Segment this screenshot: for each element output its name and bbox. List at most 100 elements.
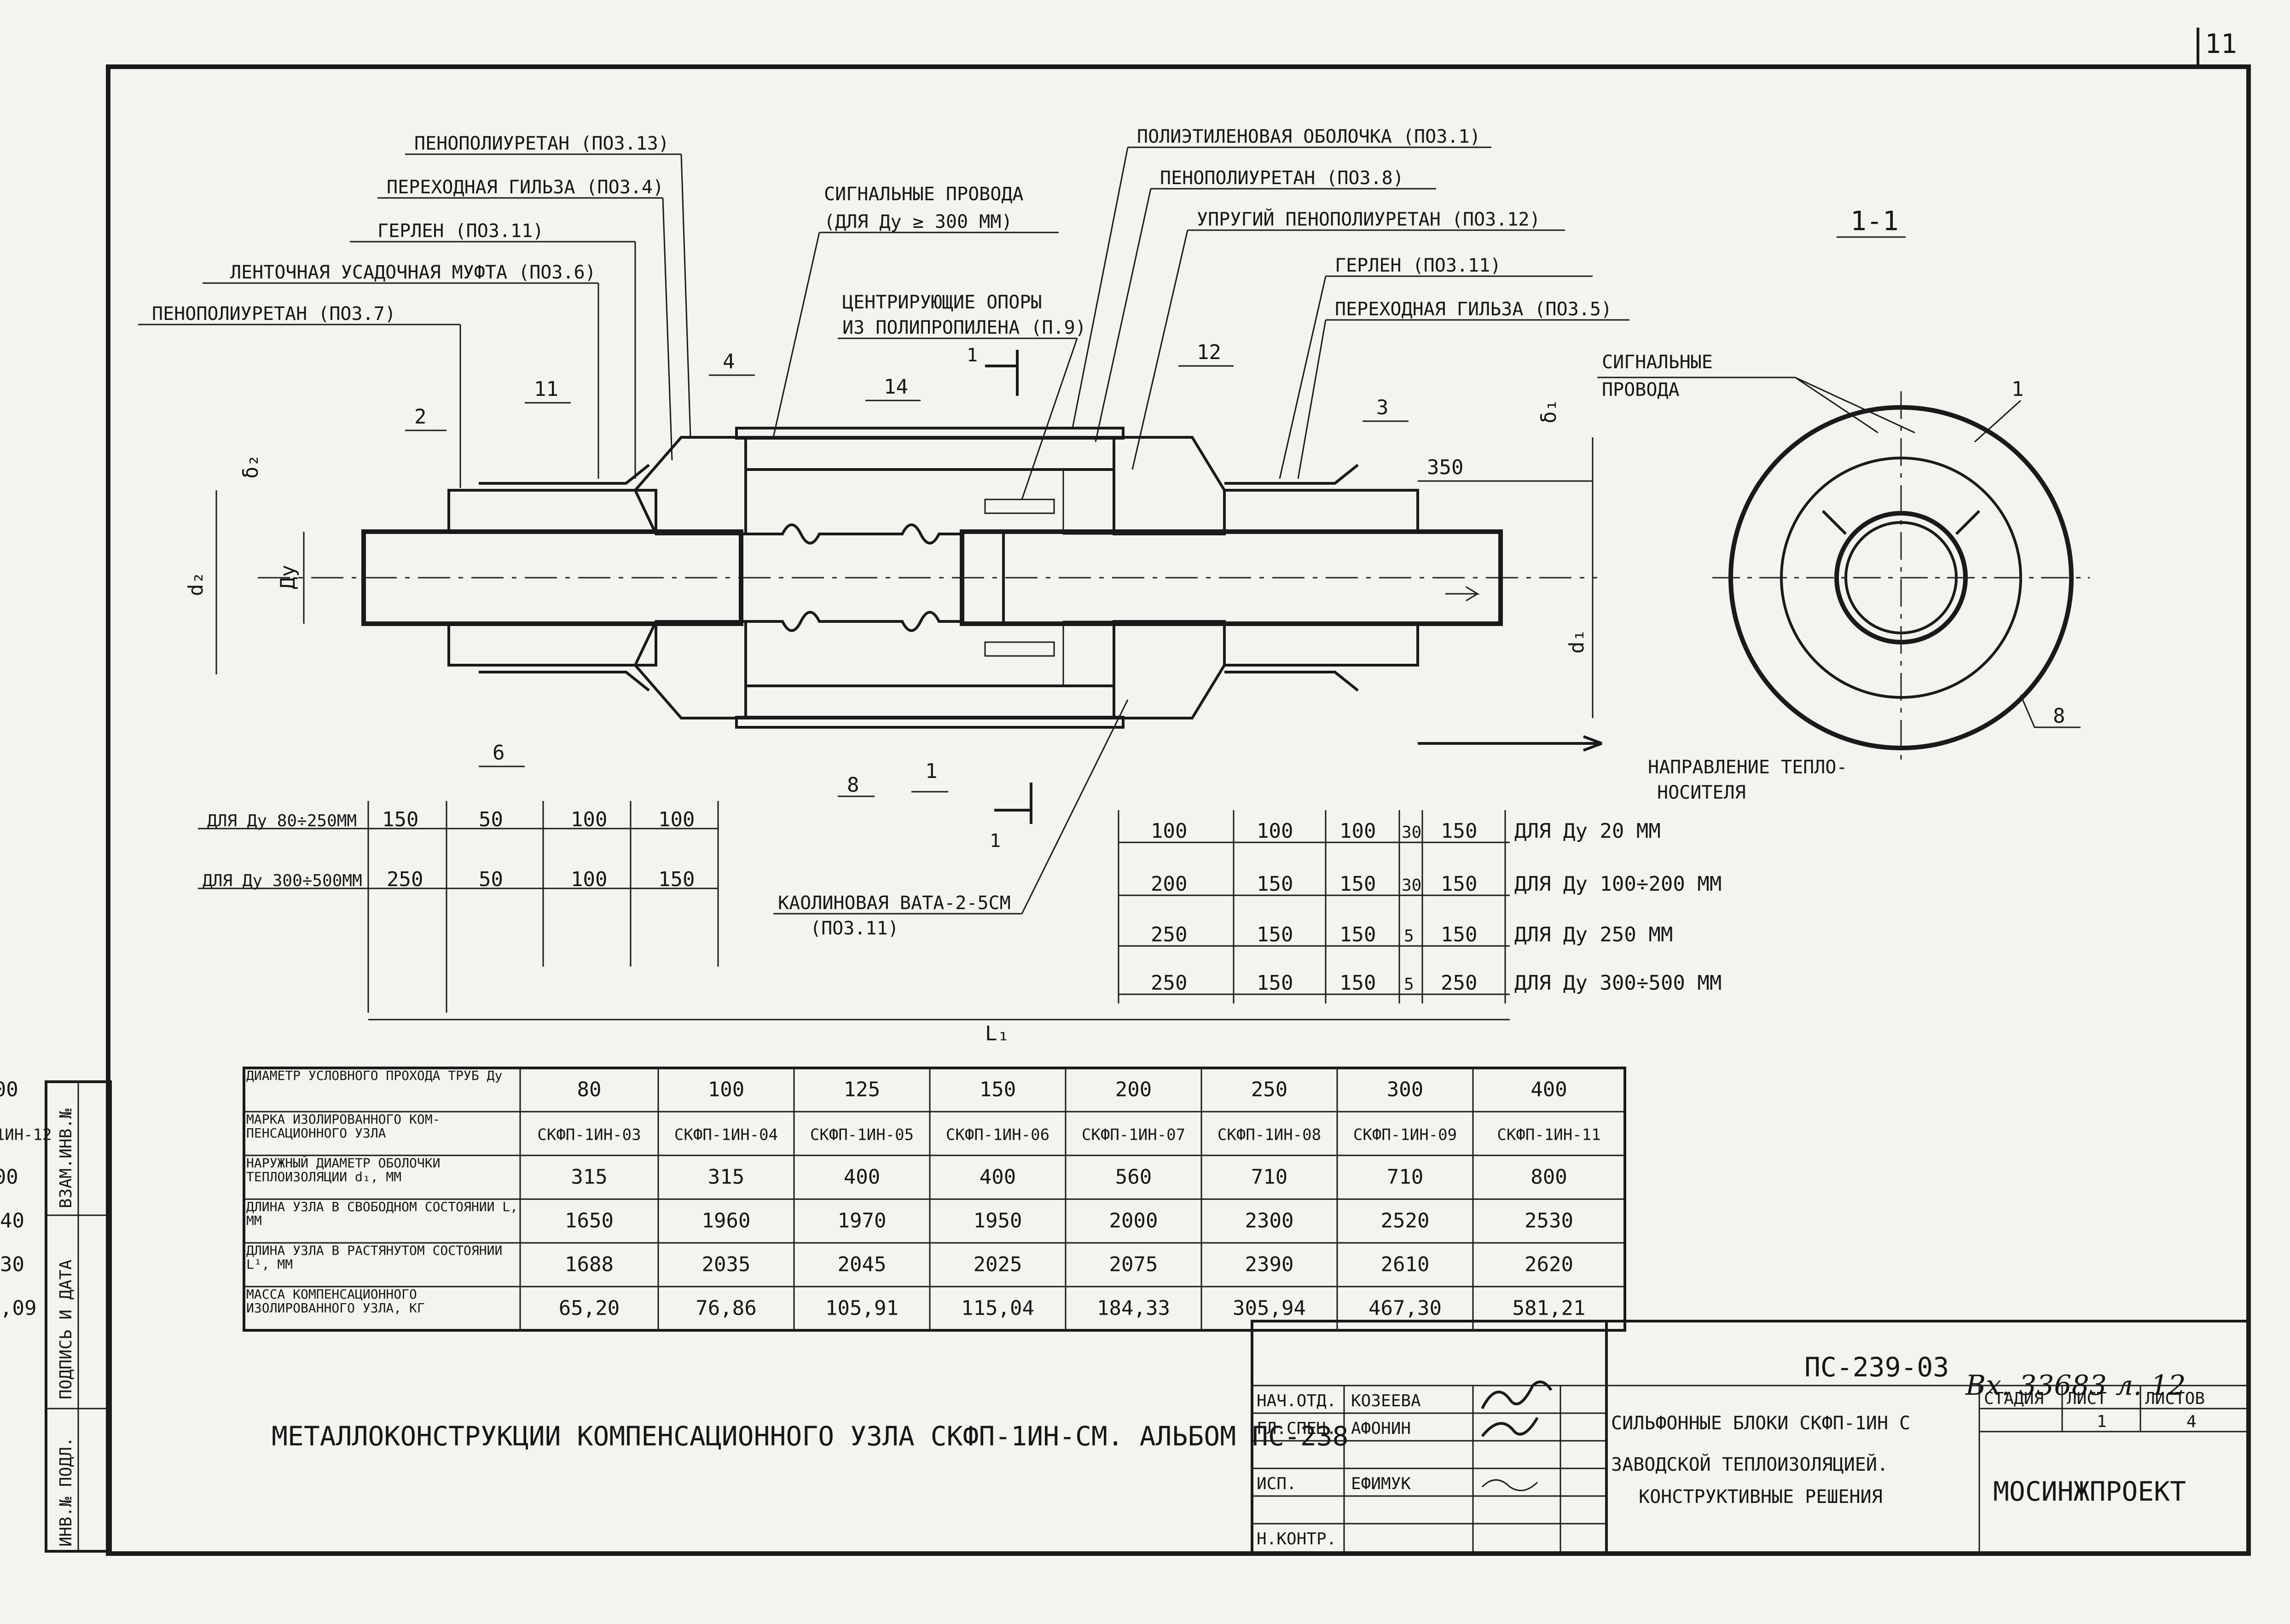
dim-350: 350 [1427,456,1463,479]
title-line-2: ЗАВОДСКОЙ ТЕПЛОИЗОЛЯЦИЕЙ. [1611,1453,1888,1475]
spec-table: ДИАМЕТР УСЛОВНОГО ПРОХОДА ТРУБ Ду МАРКА … [0,1067,1626,1332]
spec-cell-du-6: 250 [1251,1078,1287,1102]
pos-6: 6 [493,741,505,765]
pos-12: 12 [1197,341,1221,364]
spec-cell-mass-7: 467,30 [1368,1297,1442,1320]
role-4: ИСП. [1257,1474,1297,1493]
callout-centering-supports-2: ИЗ ПОЛИПРОПИЛЕНА (П.9) [842,317,1086,338]
spec-cell-len-stretched-8: 2620 [1525,1253,1573,1276]
right-dim-1-3: 100 [1339,819,1376,843]
sheets-label: ЛИСТОВ [2145,1389,2205,1408]
spec-cell-du-3: 125 [844,1078,880,1102]
spec-cell-len-free-8: 2530 [1525,1209,1573,1233]
callout-ppu-7: ПЕНОПОЛИУРЕТАН (ПОЗ.7) [152,303,396,325]
spec-cell-mark-4: СКФП-1ИН-06 [946,1126,1049,1144]
dim-s2: δ₂ [239,454,263,479]
spec-cell-mass-4: 115,04 [961,1297,1034,1320]
right-dim-3-2: 150 [1257,923,1293,946]
right-dim-2-2: 150 [1257,872,1293,896]
spec-cell-len-stretched-6: 2390 [1245,1253,1294,1276]
spec-cell-mass-1: 65,20 [559,1297,620,1320]
right-dim-3-1: 250 [1151,923,1187,946]
callout-kaolin: КАОЛИНОВАЯ ВАТА-2-5СМ [778,893,1011,914]
section-signal-wires: СИГНАЛЬНЫЕ [1602,352,1713,373]
spec-cell-mark-9: СКФП-1ИН-12 [0,1126,52,1144]
spec-cell-len-stretched-1: 1688 [565,1253,614,1276]
pos-1: 1 [925,760,938,783]
spec-cell-mass-2: 76,86 [696,1297,756,1320]
spec-cell-mark-5: СКФП-1ИН-07 [1082,1126,1185,1144]
left-dim-1-4: 100 [658,808,695,831]
callout-gilza-4: ПЕРЕХОДНАЯ ГИЛЬЗА (ПОЗ.4) [387,177,664,198]
section-label: 1-1 [1850,205,1899,237]
spec-cell-d1-2: 315 [708,1166,744,1189]
right-dim-2-4: 30 [1402,876,1421,895]
spec-cell-d1-8: 800 [1531,1166,1567,1189]
stamp-signature-date: ПОДПИСЬ И ДАТА [57,1259,75,1399]
spec-cell-du-5: 200 [1115,1078,1152,1102]
spec-cell-mark-8: СКФП-1ИН-11 [1497,1126,1600,1144]
left-dimension-table: ДЛЯ Ду 80÷250ММ 150 50 100 100 ДЛЯ Ду 30… [198,801,719,1013]
right-dim-1-2: 100 [1257,819,1293,843]
spec-cell-d1-9: 900 [0,1166,18,1189]
callout-elastic-ppu-12: УПРУГИЙ ПЕНОПОЛИУРЕТАН (ПОЗ.12) [1197,208,1541,230]
spec-cell-len-free-2: 1960 [702,1209,751,1233]
spec-cell-len-stretched-5: 2075 [1109,1253,1158,1276]
right-dim-1-4: 30 [1402,823,1421,842]
left-dim-2-3: 100 [571,868,607,891]
left-dim-label-1: ДЛЯ Ду 80÷250ММ [207,812,357,830]
left-dim-1-1: 150 [382,808,418,831]
right-dim-label-1: ДЛЯ Ду 20 ММ [1514,819,1661,843]
callout-gerlen-11: ГЕРЛЕН (ПОЗ.11) [377,220,544,242]
longitudinal-section: d₂ Ду δ₂ d₁ δ₁ 350 L₁ 1 1 [184,345,1597,1045]
spec-cell-du-8: 400 [1531,1078,1567,1102]
pos-3: 3 [1376,396,1389,419]
sheet-number: 11 [2205,28,2237,59]
spec-cell-d1-1: 315 [571,1166,607,1189]
spec-header-mass: МАССА КОМПЕНСАЦИОННОГО ИЗОЛИРОВАННОГО УЗ… [246,1288,425,1316]
stage-label: СТАДИЯ [1984,1389,2044,1408]
right-dim-label-3: ДЛЯ Ду 250 ММ [1514,923,1673,946]
section-pos-1: 1 [2012,377,2024,401]
sheets-value: 4 [2186,1412,2197,1431]
spec-cell-len-free-4: 1950 [974,1209,1022,1233]
spec-cell-mass-5: 184,33 [1097,1297,1170,1320]
position-numbers: 2 11 4 14 12 3 6 8 1 [405,341,1409,797]
spec-header-len-free: ДЛИНА УЗЛА В СВОБОДНОМ СОСТОЯНИИ L, ММ [246,1200,518,1228]
right-dim-2-3: 150 [1339,872,1376,896]
spec-cell-mark-2: СКФП-1ИН-04 [674,1126,778,1144]
spec-cell-mass-3: 105,91 [825,1297,899,1320]
spec-cells: 80СКФП-1ИН-033151650168865,20100СКФП-1ИН… [0,1078,1601,1320]
callout-signal-wires-note: (ДЛЯ Ду ≥ 300 ММ) [824,211,1012,232]
spec-cell-len-stretched-3: 2045 [838,1253,887,1276]
spec-cell-du-7: 300 [1387,1078,1423,1102]
role-1: НАЧ.ОТД. [1257,1392,1336,1410]
callout-kaolin-pos: (ПОЗ.11) [810,918,899,939]
spec-cell-len-free-5: 2000 [1109,1209,1158,1233]
dim-s1: δ₁ [1537,399,1561,423]
callout-ppu-13: ПЕНОПОЛИУРЕТАН (ПОЗ.13) [414,133,669,154]
left-dim-2-2: 50 [479,868,503,891]
right-dim-2-1: 200 [1151,872,1187,896]
right-dim-3-5: 150 [1441,923,1477,946]
spec-header-len-stretched: ДЛИНА УЗЛА В РАСТЯНУТОМ СОСТОЯНИИ L¹, ММ [246,1244,503,1272]
spec-cell-d1-5: 560 [1115,1166,1152,1189]
dim-d1: d₁ [1565,629,1589,654]
spec-cell-len-stretched-7: 2610 [1381,1253,1430,1276]
name-2: АФОНИН [1351,1419,1411,1438]
sheet-label: ЛИСТ [2067,1389,2107,1408]
right-dim-4-4: 5 [1404,975,1414,994]
spec-cell-mark-1: СКФП-1ИН-03 [537,1126,641,1144]
sheet-frame: 11 [106,28,2251,1556]
name-1: КОЗЕЕВА [1351,1392,1421,1410]
spec-cell-mass-8: 581,21 [1513,1297,1586,1320]
pos-8: 8 [847,773,859,797]
spec-row-headers: ДИАМЕТР УСЛОВНОГО ПРОХОДА ТРУБ Ду МАРКА … [246,1069,518,1316]
spec-header-mark: МАРКА ИЗОЛИРОВАННОГО КОМ-ПЕНСАЦИОННОГО У… [246,1113,441,1141]
doc-code: ПС-239-03 [1804,1351,1949,1383]
dim-du: Ду [276,565,300,589]
spec-cell-d1-6: 710 [1251,1166,1287,1189]
spec-cell-len-stretched-2: 2035 [702,1253,751,1276]
callout-pe-shell: ПОЛИЭТИЛЕНОВАЯ ОБОЛОЧКА (ПОЗ.1) [1137,126,1481,147]
